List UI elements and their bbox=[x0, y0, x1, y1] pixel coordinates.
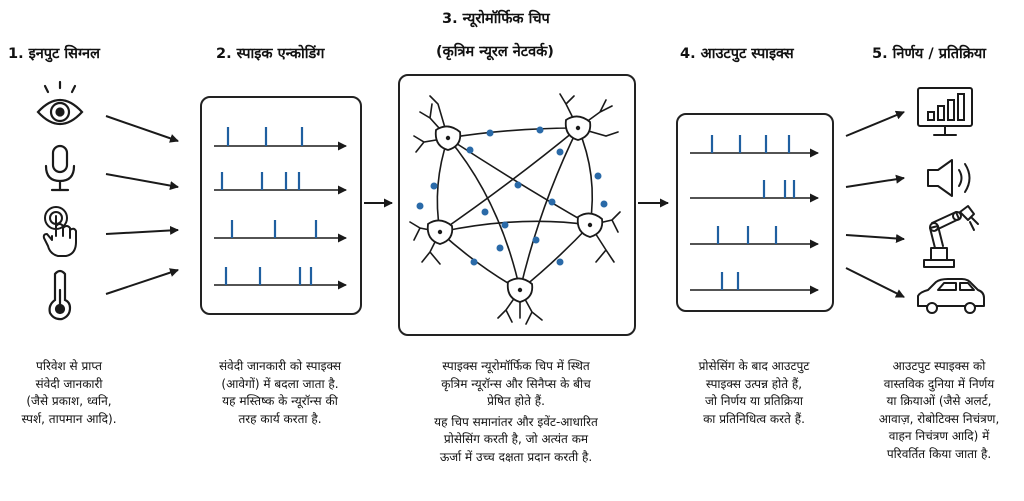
stage2-title: 2. स्पाइक एन्कोडिंग bbox=[216, 46, 325, 62]
eye-icon bbox=[36, 80, 84, 126]
stage1-description: परिवेश से प्राप्त संवेदी जानकारी (जैसे प… bbox=[21, 359, 117, 426]
output-spike-trains bbox=[690, 135, 819, 295]
speaker-icon bbox=[927, 159, 971, 197]
stage3-title-line2: (कृत्रिम न्यूरल नेटवर्क) bbox=[436, 44, 554, 60]
thermometer-icon bbox=[48, 269, 72, 321]
touch-hand-icon bbox=[42, 206, 77, 257]
encoding-spike-trains bbox=[214, 127, 347, 290]
microphone-icon bbox=[44, 144, 76, 192]
stage3-title-line1: 3. न्यूरोमॉर्फिक चिप bbox=[442, 11, 550, 27]
stage5-description: आउटपुट स्पाइक्स को वास्तविक दुनिया में न… bbox=[878, 359, 1000, 461]
stage3-description: स्पाइक्स न्यूरोमॉर्फिक चिप में स्थित कृत… bbox=[434, 359, 598, 464]
output-spikes-box bbox=[676, 113, 834, 312]
stage5-title: 5. निर्णय / प्रतिक्रिया bbox=[872, 46, 987, 62]
stage2-description: संवेदी जानकारी को स्पाइक्स (आवेगों) में … bbox=[218, 359, 342, 426]
monitor-chart-icon bbox=[917, 87, 973, 136]
input-arrows bbox=[105, 115, 179, 295]
neural-network bbox=[409, 93, 621, 325]
stage4-description: प्रोसेसिंग के बाद आउटपुट स्पाइक्स उत्पन्… bbox=[698, 359, 810, 426]
car-icon bbox=[917, 278, 985, 314]
stage1-title: 1. इनपुट सिग्नल bbox=[8, 46, 100, 62]
output-arrows bbox=[845, 110, 905, 298]
robot-arm-icon bbox=[923, 205, 979, 268]
stage4-title: 4. आउटपुट स्पाइक्स bbox=[680, 46, 794, 62]
